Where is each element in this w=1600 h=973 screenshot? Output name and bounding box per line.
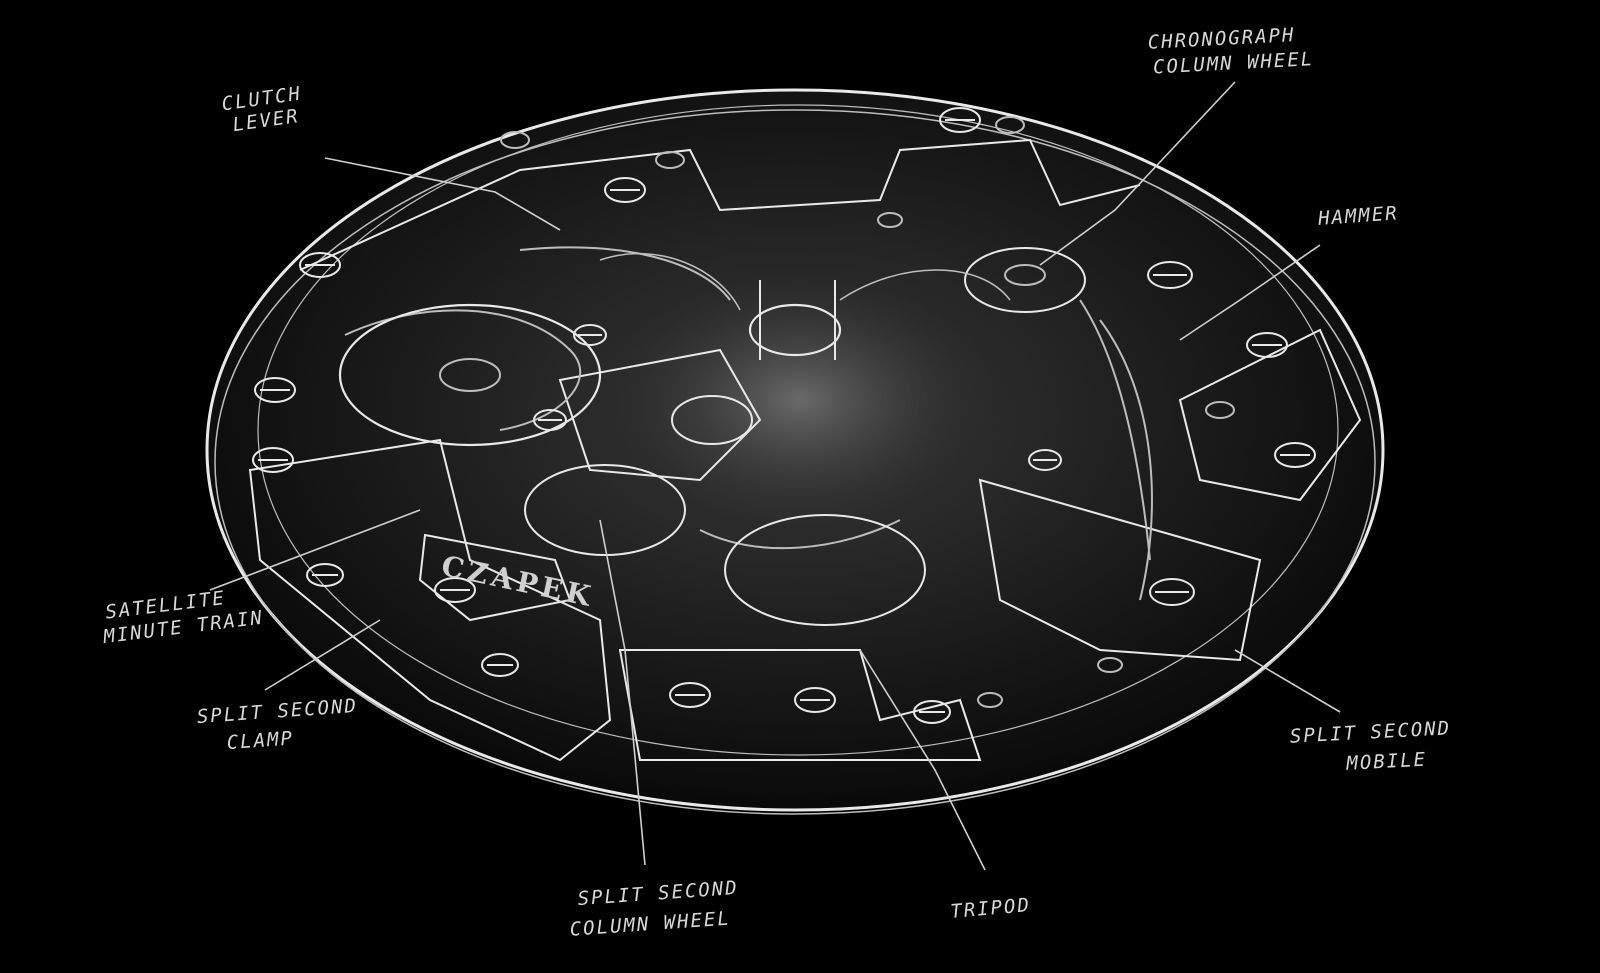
- leader-lines: [209, 81, 1341, 871]
- wheels: [338, 247, 1086, 626]
- leader-tripod: [859, 649, 986, 871]
- leader-chronograph-column-wheel: [1039, 81, 1236, 266]
- leader-satellite-minute-train: [209, 509, 421, 591]
- screws: [252, 107, 1316, 724]
- bridges: [248, 138, 1362, 762]
- movement-plate: [205, 88, 1385, 815]
- leader-split-second-clamp: [264, 619, 381, 691]
- leader-hammer: [1179, 244, 1321, 341]
- leader-split-second-column-wheel: [599, 519, 646, 866]
- leader-split-second-mobile: [1234, 649, 1341, 713]
- leader-clutch-lever: [324, 157, 561, 231]
